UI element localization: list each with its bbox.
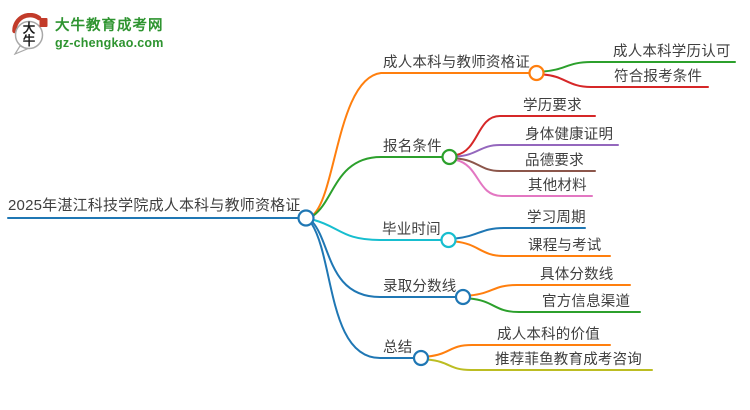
link-branch-4 bbox=[311, 221, 457, 298]
link-branch-3-child-1 bbox=[454, 227, 586, 240]
branch-4-label: 录取分数线 bbox=[383, 279, 457, 295]
branch-4-node-circle[interactable] bbox=[454, 288, 472, 306]
link-branch-5-child-2 bbox=[427, 358, 653, 371]
branch-2-child-1-label: 学历要求 bbox=[523, 98, 582, 114]
link-branch-2-child-4 bbox=[455, 159, 593, 197]
branch-3-label: 毕业时间 bbox=[382, 222, 441, 238]
link-branch-3-child-2 bbox=[454, 240, 611, 257]
branch-2-child-3-label: 品德要求 bbox=[525, 153, 584, 169]
link-branch-2-child-1 bbox=[455, 115, 596, 156]
logo-char-top: 大 bbox=[23, 21, 36, 36]
branch-2-node-circle[interactable] bbox=[441, 148, 458, 166]
branch-1-child-1-label: 成人本科学历认可 bbox=[613, 44, 731, 60]
logo-seal bbox=[39, 18, 48, 27]
logo-red-arc bbox=[12, 13, 42, 34]
root-node-label: 2025年湛江科技学院成人本科与教师资格证 bbox=[8, 197, 301, 214]
root-node-circle[interactable] bbox=[297, 209, 315, 227]
logo-char-bottom: 牛 bbox=[23, 33, 36, 48]
logo-bubble-circle bbox=[14, 20, 44, 50]
branch-5-child-1-label: 成人本科的价值 bbox=[497, 327, 600, 343]
branch-5-label: 总结 bbox=[383, 340, 413, 356]
link-branch-5 bbox=[310, 222, 415, 359]
link-branch-1 bbox=[312, 72, 530, 216]
branch-1-node-circle[interactable] bbox=[528, 64, 545, 82]
site-logo[interactable]: 大 牛 大牛教育成考网 gz-chengkao.com bbox=[12, 13, 164, 55]
branch-2-child-2-label: 身体健康证明 bbox=[525, 127, 614, 143]
branch-5-child-2-label: 推荐菲鱼教育成考咨询 bbox=[495, 352, 642, 368]
link-branch-3 bbox=[313, 219, 442, 241]
branch-4-child-1-label: 具体分数线 bbox=[540, 267, 614, 283]
branch-3-child-2-label: 课程与考试 bbox=[528, 238, 602, 254]
logo-domain-text: gz-chengkao.com bbox=[55, 35, 164, 50]
link-branch-4-child-1 bbox=[469, 284, 631, 297]
link-branch-4-child-2 bbox=[469, 297, 641, 313]
branch-1-label: 成人本科与教师资格证 bbox=[383, 55, 530, 71]
link-branch-2 bbox=[312, 156, 443, 217]
link-branch-5-child-1 bbox=[427, 344, 611, 358]
branch-3-node-circle[interactable] bbox=[440, 231, 457, 249]
branch-1-child-2-label: 符合报考条件 bbox=[614, 69, 703, 85]
branch-5-node-circle[interactable] bbox=[412, 349, 430, 367]
branch-2-child-4-label: 其他材料 bbox=[528, 178, 587, 194]
link-branch-1-child-1 bbox=[542, 61, 736, 73]
link-branch-2-child-2 bbox=[455, 144, 619, 158]
branch-4-child-2-label: 官方信息渠道 bbox=[542, 294, 631, 310]
link-branch-2-child-3 bbox=[455, 157, 596, 172]
logo-brand-text: 大牛教育成考网 bbox=[55, 17, 164, 34]
branch-2-label: 报名条件 bbox=[383, 139, 442, 155]
daniu-logo-icon: 大 牛 bbox=[12, 13, 48, 55]
link-branch-1-child-2 bbox=[542, 73, 709, 88]
branch-3-child-1-label: 学习周期 bbox=[527, 210, 586, 226]
